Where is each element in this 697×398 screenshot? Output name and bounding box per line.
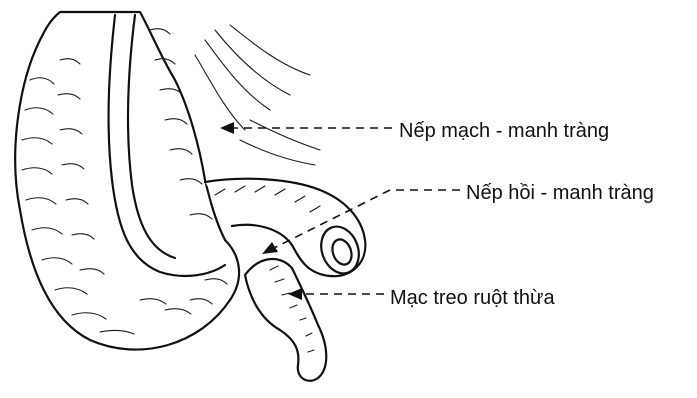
label-vascular-cecal-fold: Nếp mạch - manh tràng <box>399 120 609 142</box>
label-ileocecal-fold: Nếp hồi - manh tràng <box>466 182 654 204</box>
label-mesoappendix: Mạc treo ruột thừa <box>390 287 555 309</box>
leader-vascular-fold <box>220 122 392 134</box>
cecum-drawing <box>15 12 365 381</box>
